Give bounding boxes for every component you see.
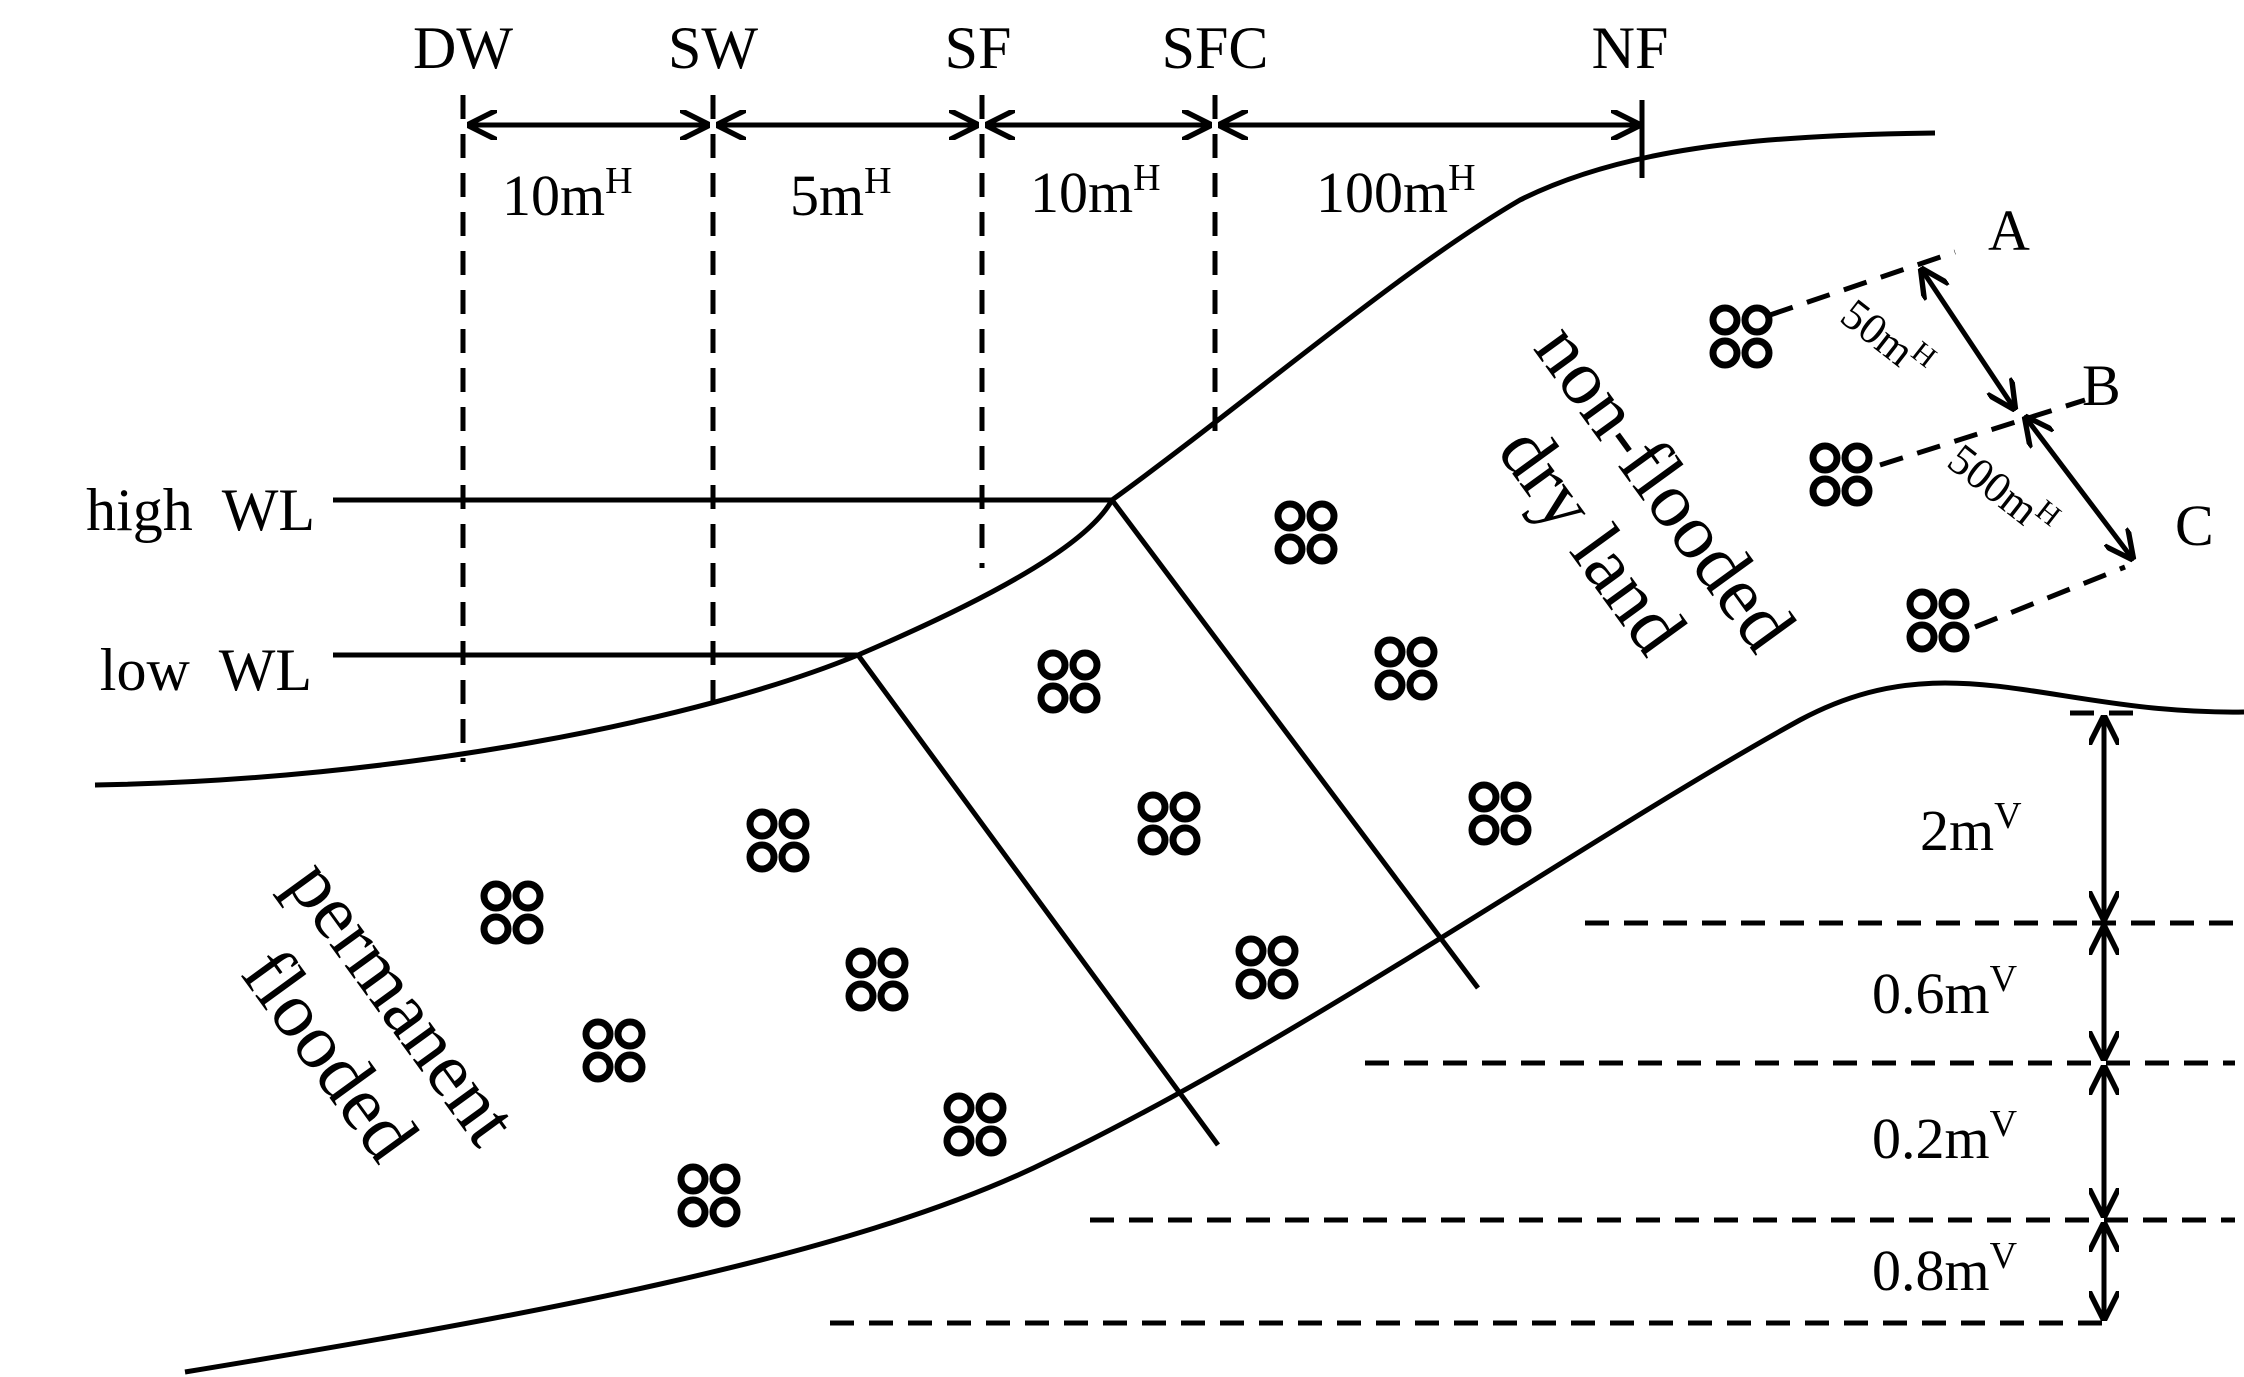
zone-label-dw: DW [413,15,513,81]
plant-quadrat-icon [681,1167,737,1224]
vertical-label-08m: 0.8mV [1872,1235,2018,1303]
non-flooded-dry-land-label: non-flooded dry land [1482,307,1813,670]
plant-quadrat-icon [1813,446,1869,503]
plant-quadrat-icon [484,884,540,941]
plant-quadrat-icon [1239,939,1295,996]
zone-label-sfc: SFC [1162,15,1269,81]
transect-line-c [1974,564,2126,630]
transect-label-b: B [2082,353,2121,418]
zone-label-nf: NF [1592,15,1669,81]
low-water-level-label: low WL [100,637,312,703]
spacing-label-dw-sw: 10mH [502,160,633,228]
high-water-level-label: high WL [86,477,315,543]
transect-label-c: C [2175,493,2214,558]
plant-quadrat-icon [1472,785,1528,842]
lower-bank-curve [184,680,2244,1375]
plant-quadrat-icon [1910,592,1966,649]
plant-quadrat-icon [849,951,905,1008]
transect-arrow-bc [2026,418,2132,558]
vertical-label-06m: 0.6mV [1872,958,2018,1026]
plant-quadrat-icon [1278,504,1334,561]
spacing-label-sf-sfc: 10mH [1030,157,1161,225]
low-wl-boundary-line [855,653,1221,1147]
plant-quadrat-icon [947,1096,1003,1153]
zone-label-sf: SF [945,15,1012,81]
plant-quadrat-icon [1041,653,1097,710]
spacing-label-sfc-nf: 100mH [1316,157,1476,225]
vertical-label-2m: 2mV [1920,795,2022,863]
high-wl-boundary-line [1110,498,1480,990]
transect-distance-ab: 50mH [1832,287,1943,389]
zone-label-sw: SW [668,15,758,81]
plant-quadrat-icon [1713,308,1769,365]
transect-label-a: A [1988,198,2030,263]
plant-quadrat-icon [1378,640,1434,697]
plant-quadrat-icon [1141,795,1197,852]
plant-quadrat-icon [750,812,806,869]
transect-arrow-ab [1922,270,2014,408]
plant-quadrat-icon [586,1022,642,1079]
spacing-label-sw-sf: 5mH [790,160,892,228]
vertical-label-02m: 0.2mV [1872,1103,2018,1171]
